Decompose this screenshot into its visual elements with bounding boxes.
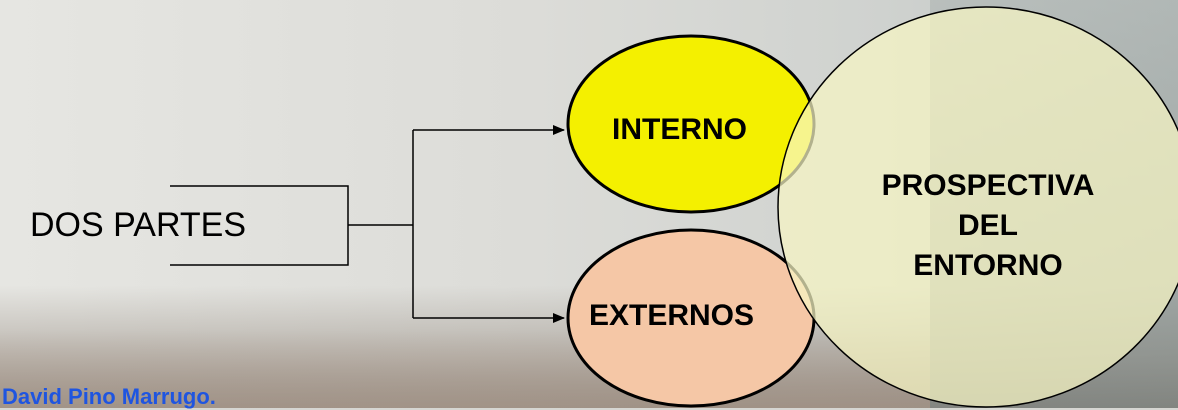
- prospectiva-label: PROSPECTIVA DEL ENTORNO: [818, 166, 1158, 286]
- externos-label: EXTERNOS: [589, 299, 755, 332]
- source-label: DOS PARTES: [30, 206, 247, 244]
- prospectiva-line-3: ENTORNO: [913, 249, 1063, 282]
- prospectiva-circle: [777, 6, 1178, 408]
- interno-label: INTERNO: [612, 113, 747, 146]
- prospectiva-line-1: PROSPECTIVA: [881, 169, 1095, 202]
- prospectiva-line-2: DEL: [958, 209, 1018, 242]
- author-credit: David Pino Marrugo.: [2, 384, 216, 409]
